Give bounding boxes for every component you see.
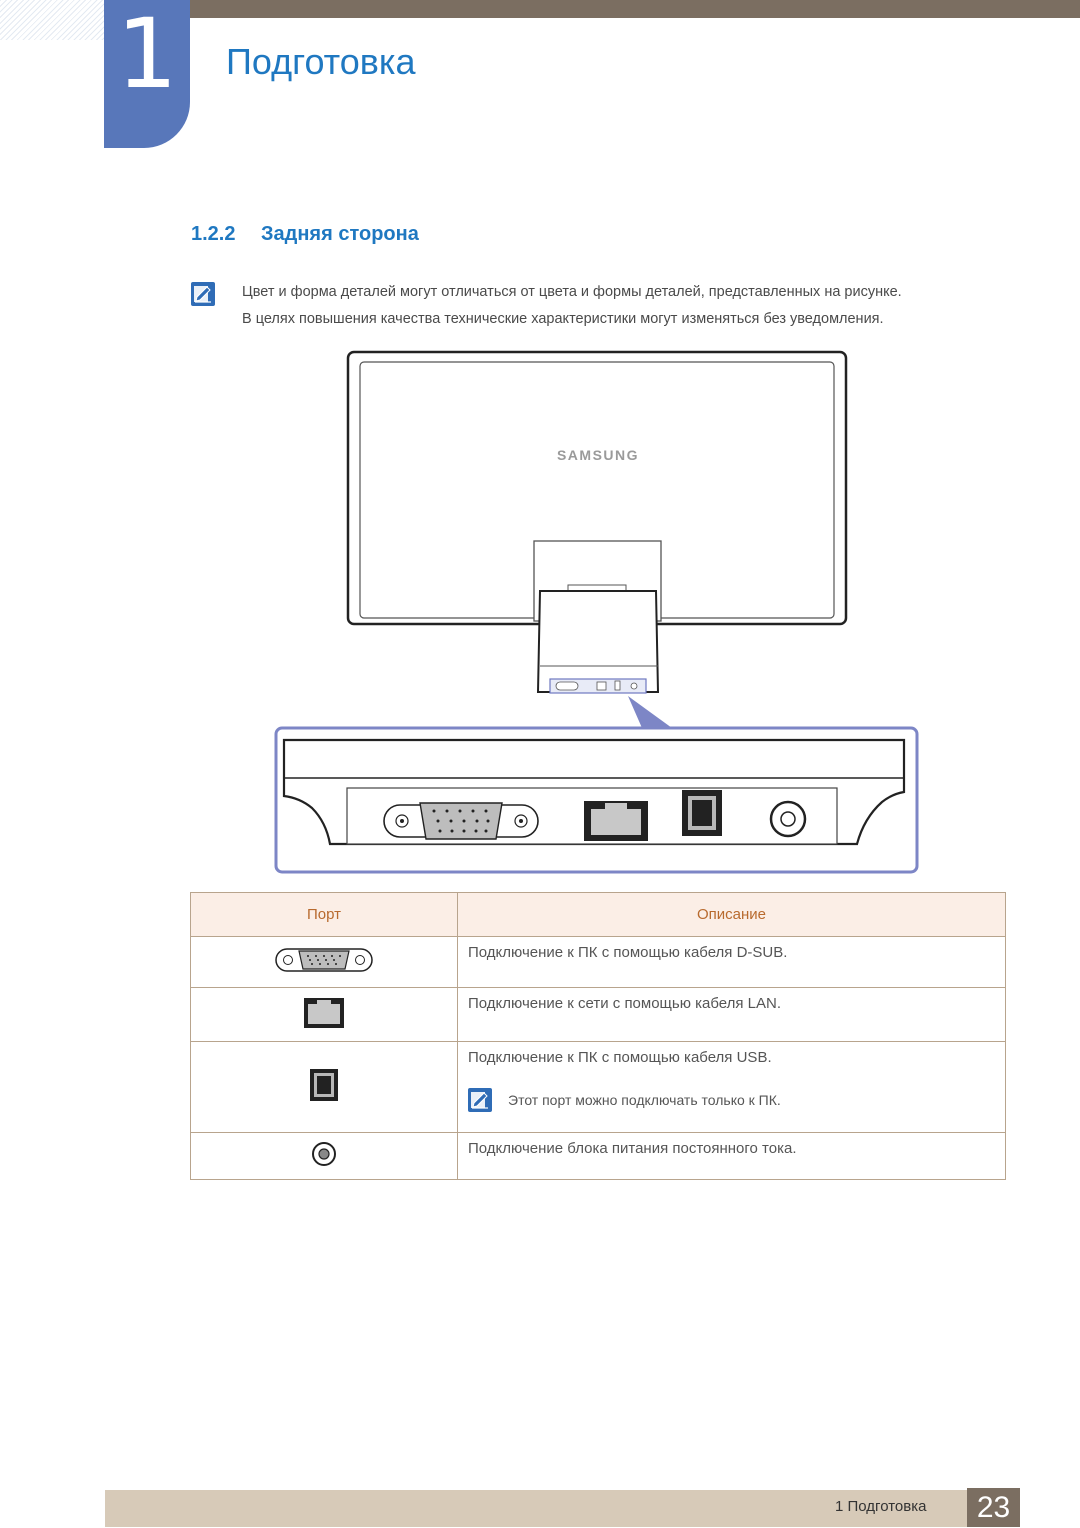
port-cell [190, 1041, 458, 1133]
table-header-row: Порт Описание [190, 892, 1006, 937]
usb-port-icon [310, 1069, 338, 1101]
section-heading: 1.2.2 Задняя сторона [191, 221, 419, 247]
port-description: Подключение к ПК с помощью кабеля USB. [468, 1049, 772, 1066]
d-sub-port-icon [275, 948, 373, 972]
port-description: Подключение к сети с помощью кабеля LAN. [468, 995, 782, 1012]
ports-table: Порт Описание Подключение к ПК с помощью… [190, 892, 1006, 1180]
chapter-number: 1 [116, 0, 178, 110]
page-number: 23 [967, 1488, 1020, 1527]
footer-chapter-label: 1 Подготовка [835, 1498, 927, 1515]
table-row: Подключение к ПК с помощью кабеля USB. Э… [190, 1041, 1006, 1133]
note-pencil-icon [191, 282, 215, 306]
footer-bar [105, 1490, 1020, 1527]
table-row: Подключение к ПК с помощью кабеля D-SUB. [190, 936, 1006, 988]
table-row: Подключение к сети с помощью кабеля LAN. [190, 987, 1006, 1042]
note-line: В целях повышения качества технические х… [242, 311, 884, 327]
port-cell [190, 936, 458, 988]
section-title: Задняя сторона [261, 223, 419, 245]
description-cell: Подключение блока питания постоянного то… [457, 1132, 1006, 1180]
port-cell [190, 987, 458, 1042]
stand-base [536, 590, 660, 693]
table-note: Этот порт можно подключать только к ПК. [458, 1088, 1005, 1116]
port-column-header: Порт [190, 892, 458, 937]
dc-power-port-icon [312, 1142, 336, 1166]
description-column-header: Описание [457, 892, 1006, 937]
note-line: Цвет и форма деталей могут отличаться от… [242, 284, 902, 300]
samsung-logo: SAMSUNG [557, 447, 639, 463]
lan-port-icon [304, 997, 344, 1028]
table-row: Подключение блока питания постоянного то… [190, 1132, 1006, 1180]
table-note-text: Этот порт можно подключать только к ПК. [508, 1092, 781, 1108]
note-text: Цвет и форма деталей могут отличаться от… [242, 279, 1012, 333]
port-description: Подключение блока питания постоянного то… [468, 1140, 797, 1157]
corner-hatch-decoration [0, 0, 104, 40]
description-cell: Подключение к сети с помощью кабеля LAN. [457, 987, 1006, 1042]
port-cell [190, 1132, 458, 1180]
section-number: 1.2.2 [191, 223, 236, 245]
description-cell: Подключение к ПК с помощью кабеля USB. Э… [457, 1041, 1006, 1133]
port-description: Подключение к ПК с помощью кабеля D-SUB. [468, 944, 788, 961]
chapter-title: Подготовка [226, 41, 416, 82]
note-pencil-icon [468, 1088, 492, 1112]
chapter-number-tab: 1 [104, 0, 190, 148]
header-bar [190, 0, 1080, 18]
description-cell: Подключение к ПК с помощью кабеля D-SUB. [457, 936, 1006, 988]
monitor-rear-illustration: SAMSUNG [274, 350, 919, 874]
